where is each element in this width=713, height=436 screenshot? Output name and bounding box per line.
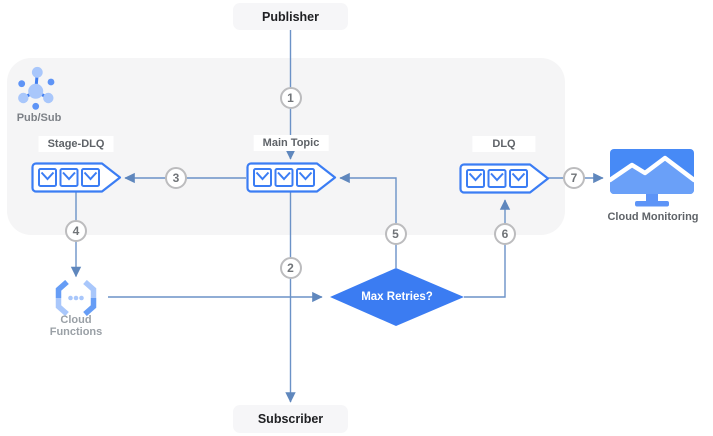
step-badge-1: 1 bbox=[279, 87, 302, 109]
step-badge-3: 3 bbox=[165, 167, 187, 189]
cloud-functions-caption-line2: Functions bbox=[49, 325, 103, 338]
stage-dlq-queue-icon bbox=[31, 162, 122, 193]
dlq-queue-icon bbox=[459, 163, 550, 194]
main-topic-queue-icon bbox=[246, 162, 337, 193]
step-badge-7: 7 bbox=[563, 167, 585, 189]
edge-decision-to-dlq bbox=[464, 199, 511, 298]
dlq-title: DLQ bbox=[472, 136, 536, 152]
step-badge-5: 5 bbox=[384, 222, 407, 245]
pubsub-icon bbox=[18, 66, 55, 110]
subscriber-label: Subscriber bbox=[257, 412, 324, 426]
cloud-functions-icon bbox=[55, 280, 97, 316]
publisher-node: Publisher bbox=[233, 3, 348, 30]
cloud-monitoring-icon bbox=[610, 149, 694, 207]
main-topic-title: Main Topic bbox=[253, 135, 329, 151]
publisher-label: Publisher bbox=[262, 9, 319, 24]
cloud-functions-caption-line1: Cloud bbox=[60, 314, 92, 326]
edge-decision-to-main-topic bbox=[339, 172, 397, 268]
pubsub-caption: Pub/Sub bbox=[16, 112, 62, 124]
step-badge-2: 2 bbox=[279, 257, 302, 279]
step-badge-4: 4 bbox=[65, 220, 87, 242]
max-retries-label: Max Retries? bbox=[361, 291, 433, 303]
max-retries-decision-diamond bbox=[330, 268, 464, 326]
step-badge-6: 6 bbox=[494, 222, 516, 245]
cloud-monitoring-caption: Cloud Monitoring bbox=[607, 211, 699, 223]
stage-dlq-title: Stage-DLQ bbox=[38, 136, 114, 152]
cloud-functions-caption: Cloud Functions bbox=[49, 314, 103, 338]
subscriber-node: Subscriber bbox=[233, 405, 348, 433]
